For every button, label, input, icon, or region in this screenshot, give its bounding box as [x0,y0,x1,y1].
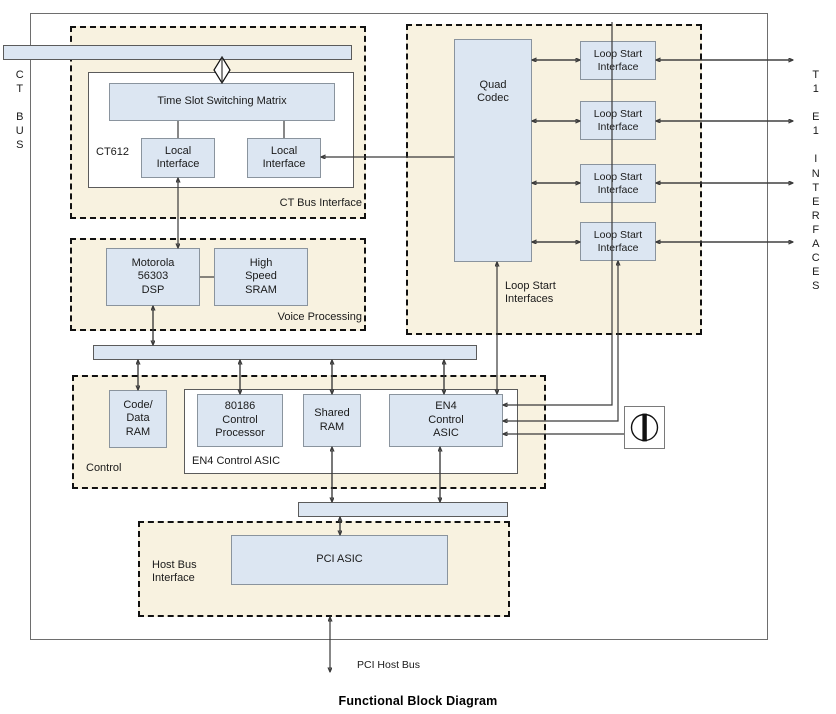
host-bus-bar [298,502,508,517]
block-en4-control-asic: EN4 Control ASIC [389,394,503,447]
group-voice-processing-label: Voice Processing [277,311,362,323]
group-host-bus-interface-label: Host Bus Interface [152,559,197,585]
group-loop-start-interfaces-label: Loop Start Interfaces [505,280,556,306]
chassis-outline [30,13,768,640]
diagram-caption: Functional Block Diagram [338,694,498,708]
block-loop-start-interface-4: Loop Start Interface [580,222,656,261]
relay-switch-icon [624,406,665,449]
pci-host-bus-label: PCI Host Bus [357,659,421,671]
internal-bus-bar [93,345,477,360]
sub-enclosure-en4-control-asic-label: EN4 Control ASIC [192,455,281,467]
group-ct-bus-interface-label: CT Bus Interface [279,197,362,209]
block-shared-ram: Shared RAM [303,394,361,447]
block-loop-start-interface-3: Loop Start Interface [580,164,656,203]
ct-bus-bar [3,45,352,60]
sub-enclosure-ct612-label: CT612 [96,146,130,158]
block-pci-asic: PCI ASIC [231,535,448,585]
ct-bus-side-label: C T B U S [15,69,25,152]
block-high-speed-sram: High Speed SRAM [214,248,308,306]
block-quad-codec: Quad Codec [454,39,532,262]
group-control-label: Control [86,462,122,474]
block-local-interface-right: Local Interface [247,138,321,178]
block-time-slot-switching-matrix: Time Slot Switching Matrix [109,83,335,121]
block-loop-start-interface-1: Loop Start Interface [580,41,656,80]
block-loop-start-interface-2: Loop Start Interface [580,101,656,140]
block-motorola-56303-dsp: Motorola 56303 DSP [106,248,200,306]
t1-e1-interfaces-side-label: T 1 E 1 I N T E R F A C E S [811,69,821,293]
block-local-interface-left: Local Interface [141,138,215,178]
block-code-data-ram: Code/ Data RAM [109,390,167,448]
block-80186-control-processor: 80186 Control Processor [197,394,283,447]
